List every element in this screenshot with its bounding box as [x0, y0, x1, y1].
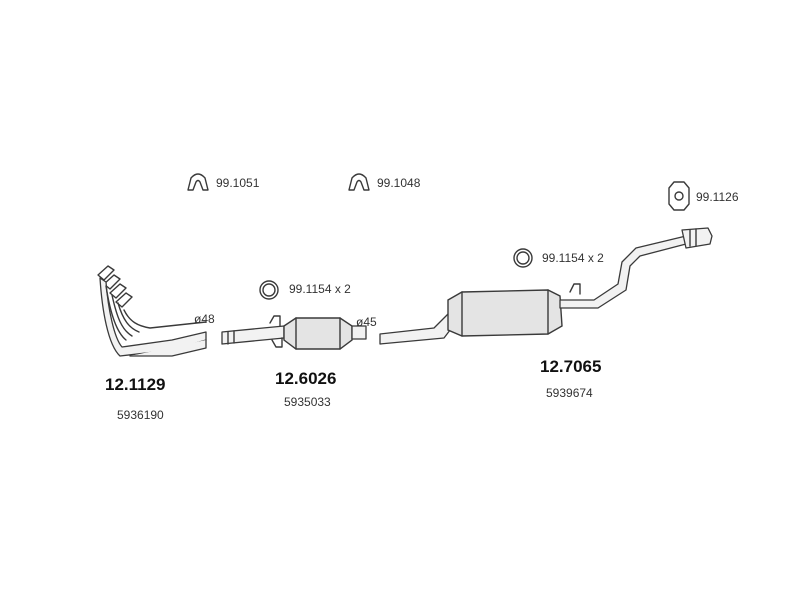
oe-number: 5939674: [546, 386, 593, 400]
accessory-code: 99.1048: [377, 176, 421, 190]
rear-silencer: [379, 227, 713, 345]
accessory-code: 99.1051: [216, 176, 260, 190]
oe-number: 5935033: [284, 395, 331, 409]
clamp-icon: [187, 173, 209, 191]
accessory-code: 99.1126: [696, 190, 739, 204]
gasket-ring-icon: [259, 280, 279, 300]
exhaust-manifold: [97, 265, 207, 357]
pipe-diameter: ø45: [356, 315, 377, 329]
accessory-code: 99.1154 x 2: [542, 251, 604, 265]
part-number: 12.6026: [275, 369, 337, 388]
pipe-diameter: ø48: [194, 312, 215, 326]
gasket-ring-icon: [513, 248, 533, 268]
part-number: 12.1129: [105, 375, 166, 394]
oe-number: 5936190: [117, 408, 164, 422]
accessory-code: 99.1154 x 2: [289, 282, 351, 296]
rubber-hanger-icon: [668, 181, 690, 211]
clamp-icon: [348, 173, 370, 191]
part-number: 12.7065: [540, 357, 602, 376]
catalytic-converter: [221, 315, 367, 350]
